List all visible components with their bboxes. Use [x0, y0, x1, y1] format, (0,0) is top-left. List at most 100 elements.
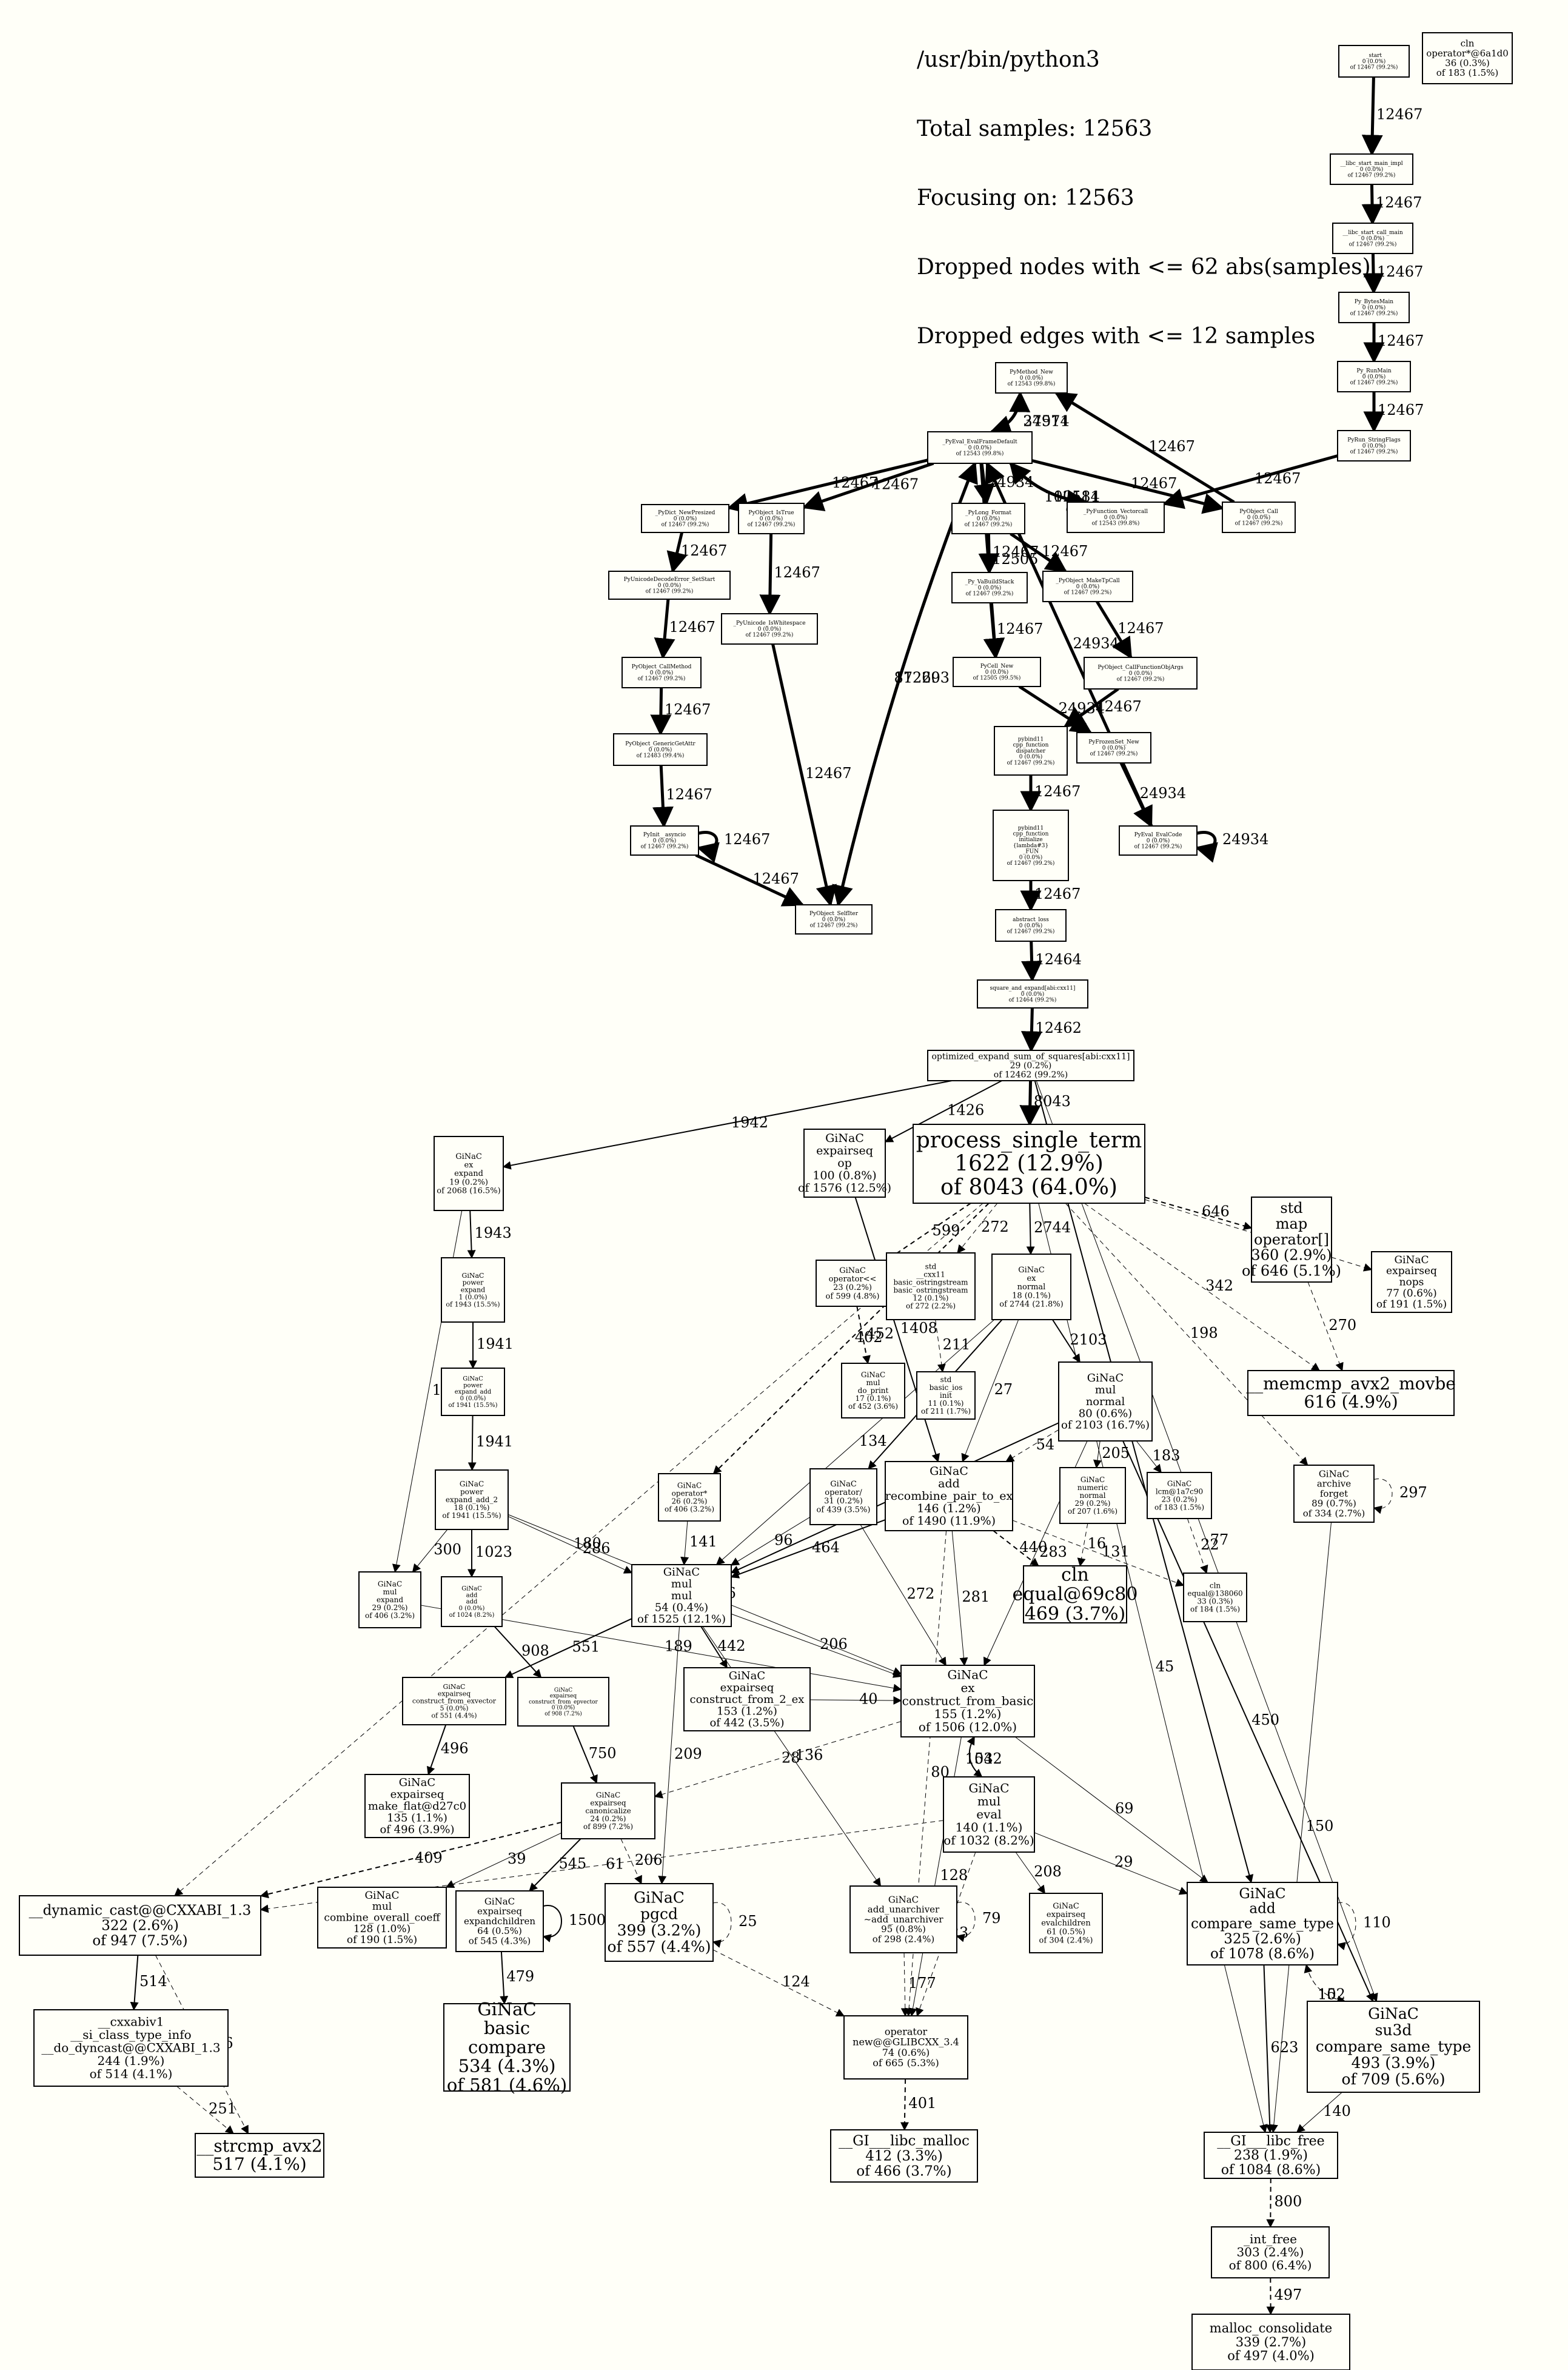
edge-ex_normal-mul_mul[interactable]: 134	[715, 1319, 995, 1565]
edge-mul_eval-cfb[interactable]: 154	[965, 1736, 993, 1778]
edge-sqexpand-optexpand[interactable]: 12462	[1020, 1007, 1082, 1053]
edge-pow_expand-pow_expadd[interactable]: 1941	[469, 1322, 514, 1369]
edge-pgcd-pgcd[interactable]: 25	[712, 1902, 757, 1948]
edge-canon-pgcd[interactable]: 206	[620, 1838, 663, 1885]
edge-vabuild-cellnew[interactable]: 12467	[983, 602, 1043, 660]
edge-cxxabi-strcmp[interactable]: 251	[176, 2086, 236, 2134]
edge-dictnew-unicodedec[interactable]: 12467	[666, 532, 727, 574]
edge-callmethod-genericgetattr[interactable]: 12467	[650, 687, 711, 736]
edge-archive-free[interactable]: 150	[1269, 1522, 1334, 2133]
edge-ex_normal-mul_normal[interactable]: 2103	[1052, 1319, 1107, 1363]
edge-maketpcall-callfunc[interactable]: 12467	[1096, 600, 1164, 659]
edge-oplt-do_print[interactable]: 452	[856, 1306, 894, 1365]
edge-pgcd-opnew[interactable]: 124	[712, 1949, 845, 2017]
edge-cfb-opnew[interactable]: 128	[908, 1736, 968, 2017]
edge-opdiv-mul_mul[interactable]: 96	[730, 1517, 811, 1566]
edge-add_add-cfe2[interactable]: 908	[494, 1626, 549, 1679]
edge-mul_mul-pgcd[interactable]: 209	[658, 1626, 702, 1885]
edge-frozenset-evalcode[interactable]: 24934	[1119, 762, 1186, 828]
edge-mul_mul-cfe[interactable]: 551	[504, 1618, 632, 1679]
edge-recombine-cln_eq[interactable]: 440	[993, 1530, 1047, 1566]
edge-expchild-expchild[interactable]: 1500	[542, 1905, 606, 1942]
edge-add_cst-add_cst[interactable]: 110	[1336, 1902, 1391, 1950]
edge-pyinit-pyinit[interactable]: 12467	[696, 831, 770, 863]
edge-mul_eval-evalchild[interactable]: 208	[1015, 1851, 1062, 1895]
edge-pst-ex_normal[interactable]: 2744	[1026, 1203, 1071, 1255]
edge-evalframe-objcall[interactable]: 12467	[1031, 459, 1225, 514]
edge-pst-memcmp[interactable]: 342	[1084, 1203, 1321, 1371]
edge-longformat-maketpcall[interactable]: 12467	[1010, 532, 1088, 573]
edge-abstract-sqexpand[interactable]: 12464	[1021, 941, 1082, 982]
edge-pow_expadd-pow_expadd2[interactable]: 1941	[467, 1415, 514, 1471]
edge-optexpand-ex_expand[interactable]: 1942	[502, 1080, 952, 1170]
edge-mul_mul-cfb[interactable]: 206	[731, 1613, 902, 1678]
edge-cfb-canon[interactable]: 28	[654, 1721, 902, 1799]
edge-pst-opmul[interactable]: 402	[712, 1203, 990, 1474]
edge-pybind_lambda-abstract[interactable]: 12467	[1020, 880, 1081, 912]
edge-mul_normal-num_normal[interactable]: 205	[1093, 1440, 1130, 1469]
edge-addun-addun[interactable]: 79	[956, 1902, 1001, 1942]
edge-evalframe-methodnew[interactable]: 24971	[991, 391, 1070, 434]
edge-libc_start_main-libc_start_call[interactable]: 12467	[1361, 184, 1422, 226]
node-ostr[interactable]: std__cxx11basic_ostringstreambasic_ostri…	[886, 1252, 976, 1320]
edge-unicodedec-callmethod[interactable]: 12467	[654, 599, 715, 660]
edge-pow_expadd2-mul_expand[interactable]: 300	[412, 1529, 461, 1573]
edge-evalframe-objistrue[interactable]: 12467	[802, 462, 934, 512]
edge-canon-combine[interactable]: 39	[445, 1832, 562, 1888]
edge-opdiv-cfb[interactable]: 272	[860, 1524, 946, 1667]
edge-cfe-makeflat[interactable]: 496	[426, 1724, 469, 1776]
edge-add_cst-free[interactable]: 623	[1263, 1964, 1298, 2133]
edge-genericgetattr-pyinit[interactable]: 12467	[652, 765, 712, 828]
edge-pst-map_op[interactable]: 646	[1144, 1197, 1253, 1230]
edge-recombine-cfb[interactable]: 281	[951, 1530, 990, 1667]
node-optexpand[interactable]: optimized_expand_sum_of_squares[abi:cxx1…	[927, 1050, 1134, 1081]
edge-pst-free[interactable]: 45	[1038, 1203, 1268, 2133]
edge-start-libc_start_main[interactable]: 12467	[1361, 76, 1423, 156]
edge-isws-setiter[interactable]: 12467	[771, 643, 852, 907]
